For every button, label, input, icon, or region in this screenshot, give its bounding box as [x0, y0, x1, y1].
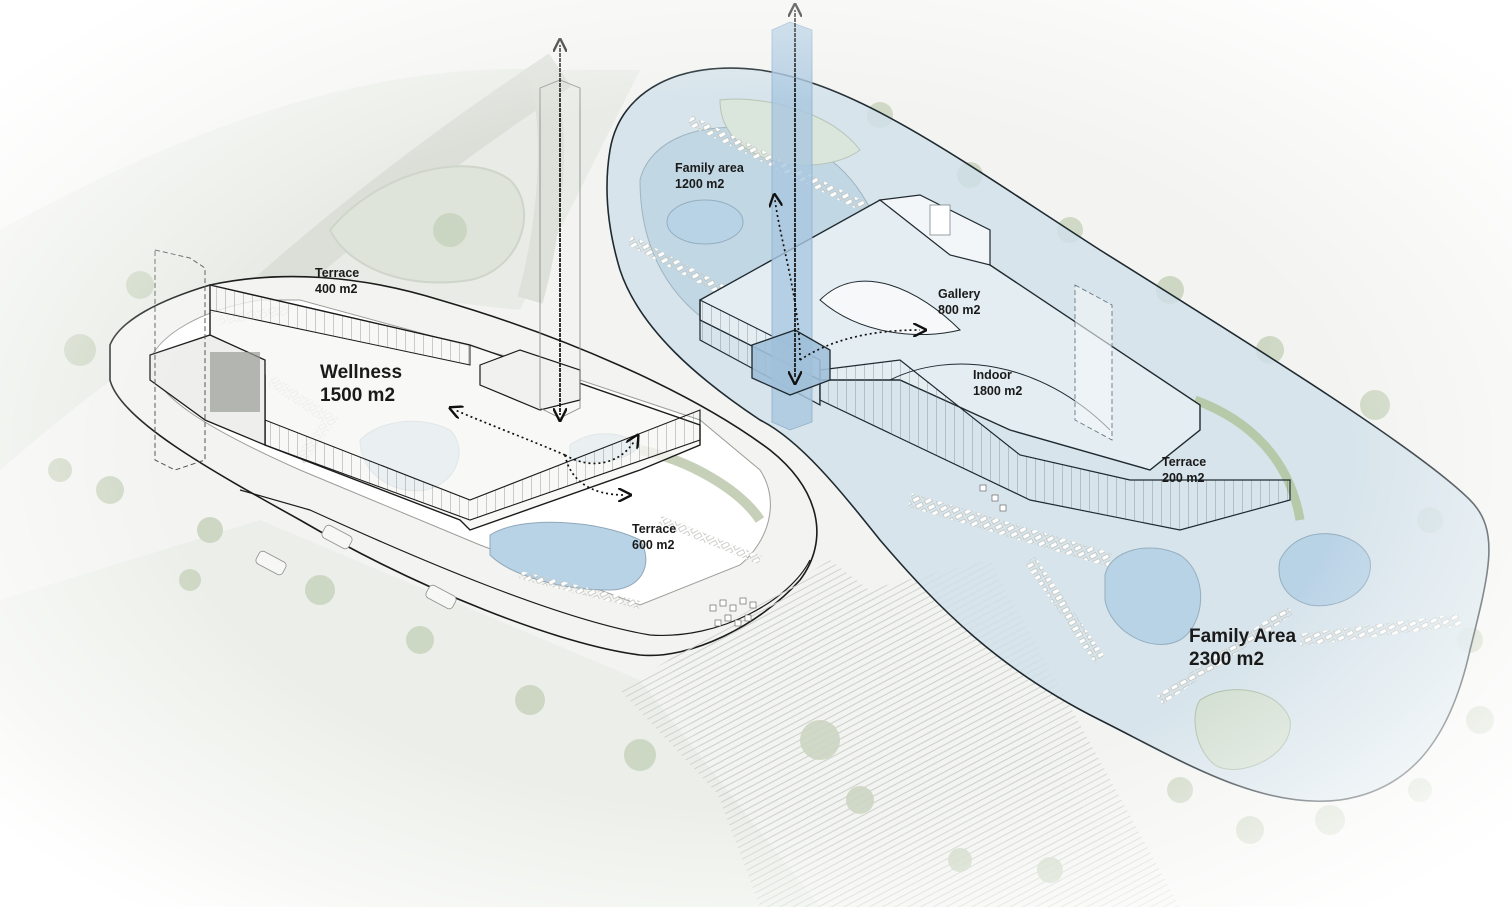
- label-terrace-200: Terrace 200 m2: [1162, 455, 1206, 486]
- label-name: Family area: [675, 161, 744, 175]
- label-family-area-1200: Family area 1200 m2: [675, 161, 744, 192]
- label-area: 200 m2: [1162, 470, 1205, 485]
- label-wellness: Wellness 1500 m2: [320, 362, 402, 408]
- label-name: Gallery: [938, 287, 981, 301]
- label-gallery: Gallery 800 m2: [938, 287, 980, 318]
- label-area: 1800 m2: [973, 383, 1023, 398]
- label-area: 400 m2: [315, 281, 358, 296]
- label-name: Terrace: [632, 522, 677, 536]
- label-indoor: Indoor 1800 m2: [973, 368, 1022, 399]
- label-area: 1200 m2: [675, 176, 725, 191]
- label-name: Family Area: [1189, 626, 1297, 647]
- label-area: 2300 m2: [1189, 648, 1265, 670]
- label-area: 1500 m2: [320, 384, 396, 406]
- label-terrace-400: Terrace 400 m2: [315, 266, 359, 297]
- label-family-area-2300: Family Area 2300 m2: [1189, 626, 1296, 672]
- label-area: 800 m2: [938, 302, 981, 317]
- label-area: 600 m2: [632, 537, 675, 552]
- label-name: Indoor: [973, 368, 1012, 382]
- label-name: Wellness: [320, 362, 403, 383]
- label-name: Terrace: [315, 266, 360, 280]
- label-terrace-600: Terrace 600 m2: [632, 522, 676, 553]
- label-name: Terrace: [1162, 455, 1207, 469]
